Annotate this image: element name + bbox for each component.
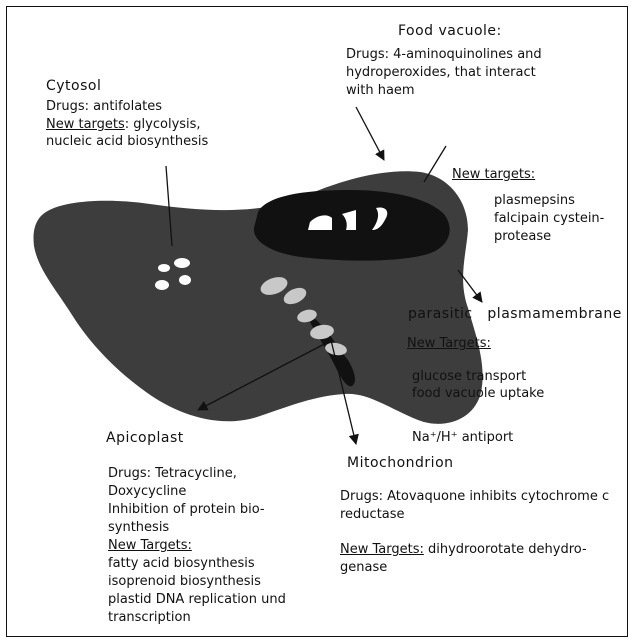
food-vacuole-target-item: protease [494, 229, 551, 246]
cytosol-drugs: Drugs: antifolates [46, 99, 162, 116]
apicoplast-target-item: fatty acid biosynthesis [108, 556, 255, 573]
apicoplast-title: Apicoplast [106, 430, 184, 447]
apicoplast-target-item: isoprenoid biosynthesis [108, 574, 261, 591]
apicoplast-target-item: transcription [108, 610, 191, 627]
cytosol-targets-text: : glycolysis, [125, 117, 201, 132]
food-vacuole-target-item: falcipain cystein- [494, 211, 604, 228]
apicoplast-line: Doxycycline [108, 484, 186, 501]
cytosol-granule [179, 275, 191, 285]
food-vacuole-target-item: plasmepsins [494, 193, 575, 210]
vacuole-pointer [356, 107, 384, 160]
mitochondrion-targets: New Targets: dihydroorotate dehydro- [340, 542, 587, 559]
apicoplast-line: Inhibition of protein bio- [108, 502, 265, 519]
apicoplast-targets-label: New Targets: [108, 538, 192, 555]
membrane-title: parasitic plasmamembrane [408, 306, 622, 323]
apicoplast-line: synthesis [108, 520, 169, 537]
food-vacuole-line: with haem [346, 83, 415, 100]
apicoplast-line: Drugs: Tetracycline, [108, 466, 237, 483]
cytosol-granule [155, 280, 169, 290]
membrane-targets-label: New Targets: [407, 336, 491, 353]
membrane-antiport: Na⁺/H⁺ antiport [412, 430, 513, 447]
mitochondrion-targets-text: dihydroorotate dehydro- [424, 542, 587, 557]
cytosol-title: Cytosol [46, 78, 101, 95]
food-vacuole-line: hydroperoxides, that interact [346, 65, 536, 82]
cytosol-granule [174, 258, 190, 268]
mitochondrion-line: Drugs: Atovaquone inhibits cytochrome c [340, 489, 609, 506]
mitochondrion-targets-line2: genase [340, 560, 387, 577]
food-vacuole-line: Drugs: 4-aminoquinolines and [346, 47, 542, 64]
cytosol-targets-label: New targets [46, 117, 125, 132]
cytosol-targets: New targets: glycolysis, [46, 117, 201, 134]
food-vacuole-targets-label: New targets: [452, 167, 535, 184]
membrane-target-item: food vacuole uptake [412, 386, 544, 403]
apicoplast-target-item: plastid DNA replication und [108, 592, 286, 609]
food-vacuole-title: Food vacuole: [398, 23, 502, 40]
membrane-target-item: glucose transport [412, 369, 526, 386]
mitochondrion-targets-label: New Targets: [340, 542, 424, 557]
mitochondrion-title: Mitochondrion [347, 455, 454, 472]
cytosol-targets-line2: nucleic acid biosynthesis [46, 134, 208, 151]
mitochondrion-line: reductase [340, 507, 405, 524]
cytosol-granule [158, 264, 170, 272]
